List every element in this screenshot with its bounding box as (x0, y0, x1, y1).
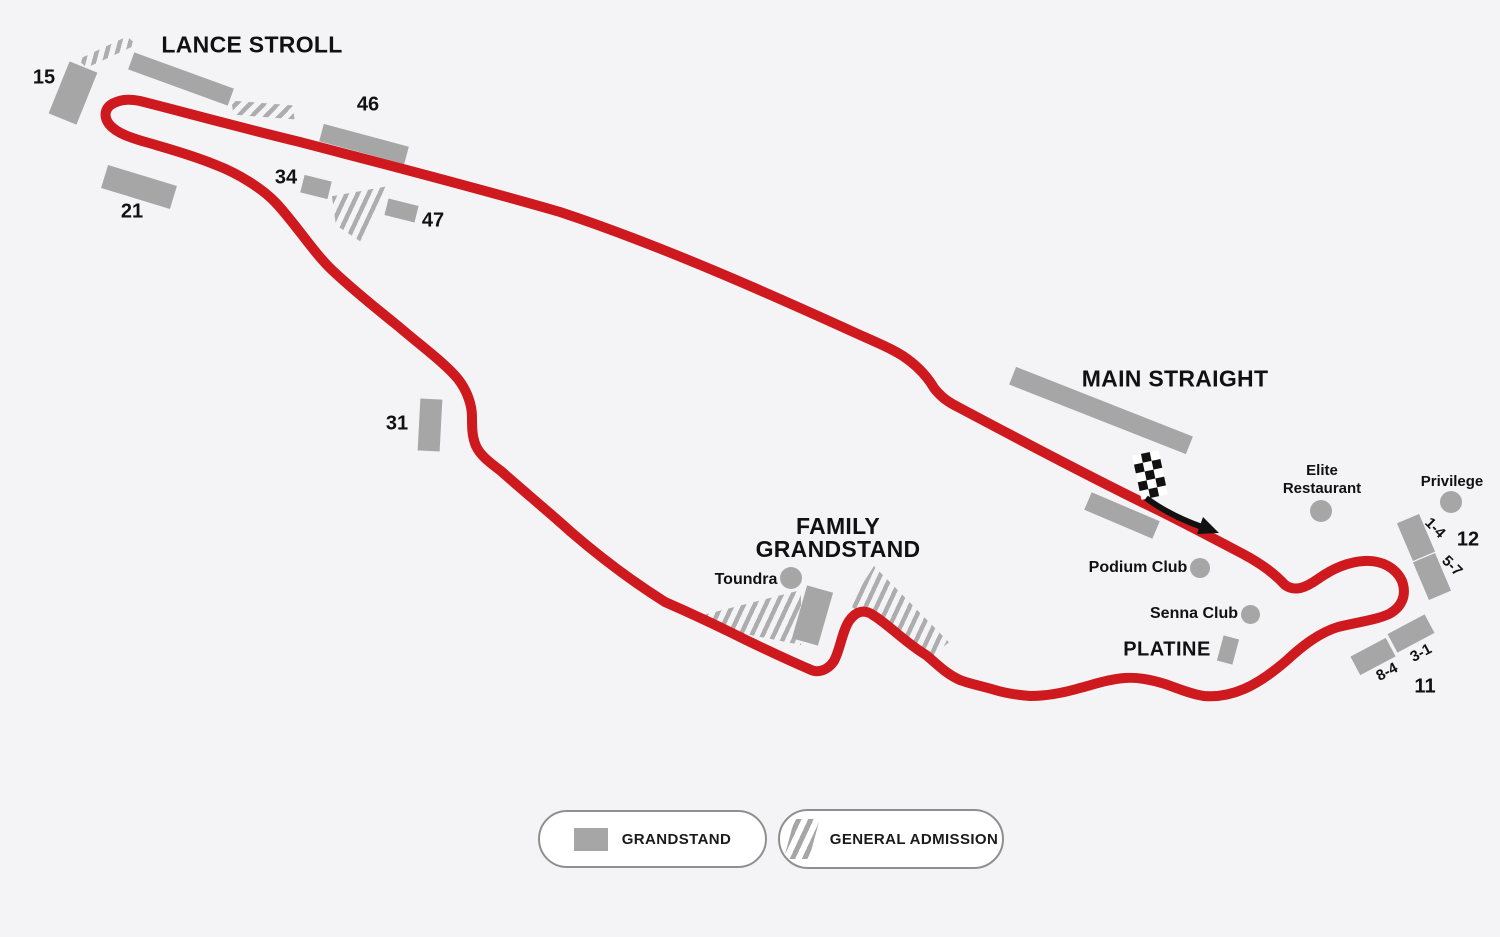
grandstand-47-label: 47 (421, 209, 445, 232)
legend-general-admission-button[interactable]: GENERAL ADMISSION (778, 809, 1004, 869)
grandstand-12-label: 12 (1456, 528, 1480, 551)
elite-restaurant-label-line1: Elite (1306, 462, 1338, 479)
main-straight-title: MAIN STRAIGHT (1081, 365, 1269, 392)
platine-title: PLATINE (1123, 638, 1211, 661)
senna-club-label: Senna Club (1149, 605, 1239, 622)
legend-general-admission-label: GENERAL ADMISSION (829, 830, 999, 848)
podium-club-label: Podium Club (1088, 559, 1188, 576)
family-grandstand-title-line1: FAMILY (795, 513, 881, 539)
senna-club-marker[interactable] (1241, 605, 1260, 624)
race-direction-arrow-icon (1144, 495, 1219, 534)
legend-grandstand-label: GRANDSTAND (621, 830, 732, 848)
privilege-label: Privilege (1420, 473, 1484, 490)
grandstand-46-label: 46 (356, 93, 380, 116)
family-grandstand-title: FAMILY GRANDSTAND (756, 515, 921, 561)
general-admission-swatch-icon (783, 819, 820, 859)
grandstand-34-label: 34 (274, 166, 298, 189)
grandstand-11-label: 11 (1414, 675, 1436, 698)
family-grandstand-title-line2: GRANDSTAND (755, 536, 921, 562)
track-outline (100, 94, 1409, 702)
start-finish-flag-icon (1132, 450, 1168, 500)
elite-restaurant-label-line2: Restaurant (1282, 480, 1362, 497)
grandstand-21-label: 21 (120, 200, 144, 223)
legend-grandstand-button[interactable]: GRANDSTAND (538, 810, 767, 868)
toundra-marker[interactable] (780, 567, 802, 589)
elite-restaurant-marker[interactable] (1310, 500, 1332, 522)
toundra-label: Toundra (714, 571, 778, 588)
grandstand-swatch-icon (573, 827, 608, 851)
lance-stroll-title: LANCE STROLL (161, 31, 343, 58)
grandstand-31-label: 31 (385, 412, 409, 435)
privilege-marker[interactable] (1440, 491, 1462, 513)
elite-restaurant-label: Elite Restaurant (1283, 462, 1361, 498)
grandstand-15-label: 15 (32, 66, 56, 89)
podium-club-marker[interactable] (1190, 558, 1210, 578)
